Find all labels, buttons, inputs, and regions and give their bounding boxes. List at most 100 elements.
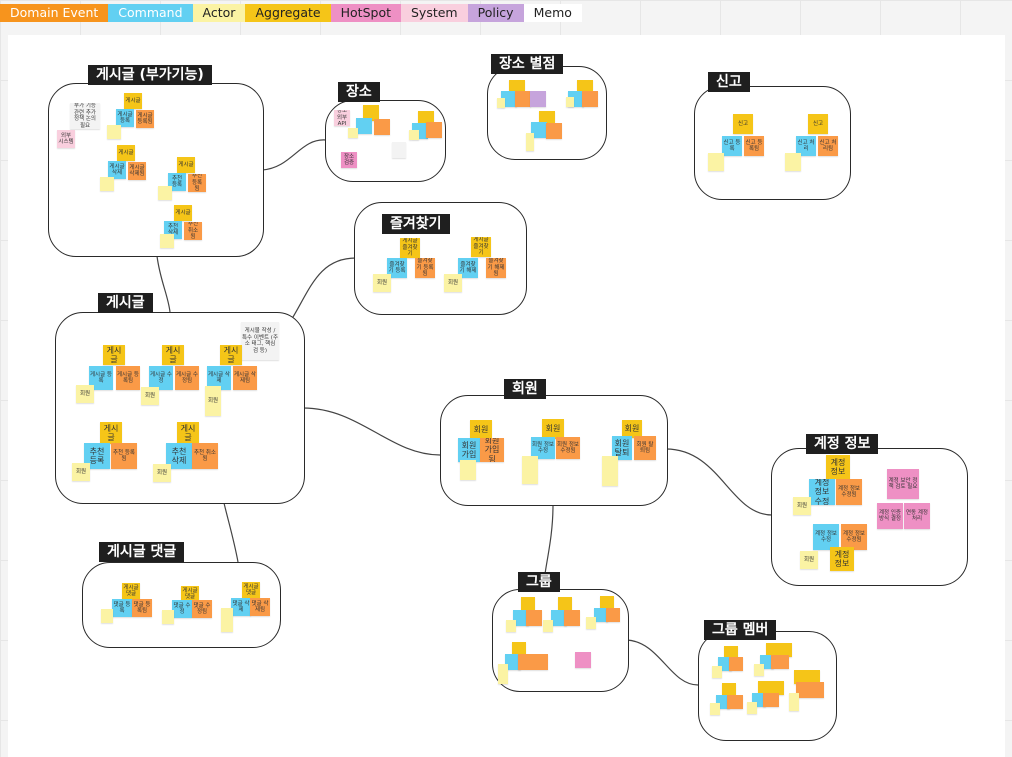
command-note[interactable]: 게시글 등록 <box>89 366 113 390</box>
actor-note[interactable] <box>708 153 724 171</box>
command-note[interactable]: 게시글 수정 <box>149 366 173 390</box>
actor-note[interactable] <box>497 98 505 108</box>
aggregate-note[interactable] <box>724 646 738 660</box>
event-note[interactable]: 계정 정보 수정됨 <box>836 479 862 505</box>
actor-note[interactable] <box>710 703 720 715</box>
actor-note[interactable] <box>348 128 358 138</box>
command-note[interactable]: 추천 등록 <box>168 173 186 191</box>
actor-note[interactable] <box>498 664 508 684</box>
actor-note[interactable]: 회원 <box>793 497 811 515</box>
command-note[interactable]: 게시글 등록 <box>116 109 134 127</box>
legend-system[interactable]: System <box>401 4 468 22</box>
event-note[interactable]: 게시글 삭제됨 <box>233 366 257 390</box>
actor-note[interactable] <box>522 456 538 484</box>
command-note[interactable] <box>551 610 567 626</box>
command-note[interactable]: 계정 정보 수정 <box>809 479 835 505</box>
actor-note[interactable] <box>566 97 574 107</box>
event-note[interactable]: 신고 등록됨 <box>744 136 764 156</box>
command-note[interactable] <box>501 91 517 107</box>
actor-note[interactable] <box>221 608 233 632</box>
command-note[interactable] <box>513 610 529 626</box>
command-note[interactable]: 즐겨찾기 등록 <box>387 258 407 278</box>
actor-note[interactable]: 회원 <box>373 274 391 292</box>
event-note[interactable] <box>727 695 743 709</box>
event-note[interactable] <box>374 119 390 135</box>
event-note[interactable]: 추천 취소 됨 <box>184 222 202 240</box>
event-note[interactable] <box>564 610 580 626</box>
command-note[interactable] <box>531 122 547 138</box>
actor-note[interactable] <box>158 186 172 200</box>
event-note[interactable]: 회원 탈퇴됨 <box>634 436 656 460</box>
event-note[interactable]: 댓글 삭제됨 <box>250 598 270 616</box>
command-note[interactable]: 신고 처리 <box>796 136 816 156</box>
command-note[interactable]: 댓글 수정 <box>172 600 192 618</box>
hotspot-note[interactable]: 계정 인증 방식 결정 <box>877 503 903 529</box>
aggregate-note[interactable] <box>600 596 614 610</box>
event-note[interactable]: 즐겨찾기 등록됨 <box>415 258 435 278</box>
aggregate-note[interactable] <box>512 642 526 656</box>
event-note[interactable] <box>518 654 548 670</box>
aggregate-note[interactable]: 게시글 즐겨찾기 <box>471 237 491 257</box>
aggregate-note[interactable]: 게시글 <box>177 422 199 444</box>
event-note[interactable]: 댓글 수정됨 <box>192 600 212 618</box>
memo-note[interactable]: 부가 기능 관련 추가 정책 논의 필요 <box>70 103 100 129</box>
event-note[interactable]: 게시글 등록됨 <box>136 110 154 128</box>
aggregate-note[interactable]: 게시글 <box>162 345 184 365</box>
aggregate-note[interactable]: 계정 정보 <box>830 547 854 571</box>
actor-note[interactable]: 회원 <box>72 463 90 481</box>
aggregate-note[interactable] <box>558 597 572 611</box>
legend-aggregate[interactable]: Aggregate <box>245 4 331 22</box>
aggregate-note[interactable]: 게시글 댓글 <box>122 583 140 599</box>
event-note[interactable] <box>515 91 531 107</box>
actor-note[interactable] <box>747 702 757 714</box>
aggregate-note[interactable]: 회원 <box>622 420 642 438</box>
system-note[interactable]: 외부 시스템 <box>57 130 75 148</box>
policy-note[interactable] <box>530 91 546 107</box>
event-note[interactable]: 추천 등록 됨 <box>188 174 206 192</box>
event-note[interactable]: 즐겨찾기 해제됨 <box>486 258 506 278</box>
actor-note[interactable] <box>506 620 516 632</box>
command-note[interactable]: 회원 정보 수정 <box>531 437 555 459</box>
command-note[interactable] <box>594 608 608 622</box>
actor-note[interactable] <box>586 617 596 629</box>
aggregate-note[interactable] <box>363 105 379 121</box>
event-note[interactable]: 추천 등록 됨 <box>111 443 137 469</box>
aggregate-note[interactable]: 계정 정보 <box>826 455 850 479</box>
command-note[interactable]: 댓글 등록 <box>112 599 132 617</box>
event-note[interactable]: 게시글 삭제됨 <box>128 162 146 180</box>
command-note[interactable] <box>505 654 521 670</box>
aggregate-note[interactable] <box>766 643 792 657</box>
actor-note[interactable] <box>754 664 764 676</box>
hotspot-note[interactable] <box>575 652 591 668</box>
event-note[interactable] <box>771 655 789 669</box>
aggregate-note[interactable]: 게시글 즐겨찾기 <box>400 238 420 258</box>
event-note[interactable]: 회원 정보 수정됨 <box>556 437 580 459</box>
legend-policy[interactable]: Policy <box>467 4 524 22</box>
event-note[interactable] <box>796 682 824 698</box>
hotspot-note[interactable]: 장소 검증 <box>341 152 357 168</box>
aggregate-note[interactable]: 게시글 <box>117 145 135 161</box>
aggregate-note[interactable]: 게시글 댓글 <box>181 586 199 602</box>
command-note[interactable]: 즐겨찾기 해제 <box>458 258 478 278</box>
memo-note[interactable]: 게시물 작성 / 특수 이벤트 (주소 태그, 핵심 검 등) <box>241 322 279 360</box>
actor-note[interactable] <box>100 177 114 191</box>
actor-note[interactable] <box>162 610 174 624</box>
event-note[interactable]: 계정 정보 수정됨 <box>841 524 867 550</box>
actor-note[interactable] <box>712 666 722 678</box>
event-note[interactable] <box>582 91 598 107</box>
hotspot-note[interactable]: 계정 보안 정책 검토 필요 <box>887 469 919 499</box>
event-note[interactable] <box>546 123 562 139</box>
actor-note[interactable]: 회원 <box>76 385 94 403</box>
actor-note[interactable] <box>160 234 174 248</box>
actor-note[interactable] <box>460 460 476 480</box>
legend-command[interactable]: Command <box>108 4 193 22</box>
command-note[interactable]: 게시글 삭제 <box>108 161 126 179</box>
aggregate-note[interactable]: 게시글 <box>177 157 195 173</box>
aggregate-note[interactable]: 게시글 <box>124 93 142 109</box>
memo-note[interactable] <box>392 142 406 158</box>
event-note[interactable]: 신고 처리됨 <box>818 136 838 156</box>
aggregate-note[interactable]: 회원 <box>470 420 492 440</box>
event-note[interactable]: 회원 가입됨 <box>480 438 504 462</box>
aggregate-note[interactable] <box>521 597 535 611</box>
frame-post-extra[interactable] <box>48 83 264 257</box>
